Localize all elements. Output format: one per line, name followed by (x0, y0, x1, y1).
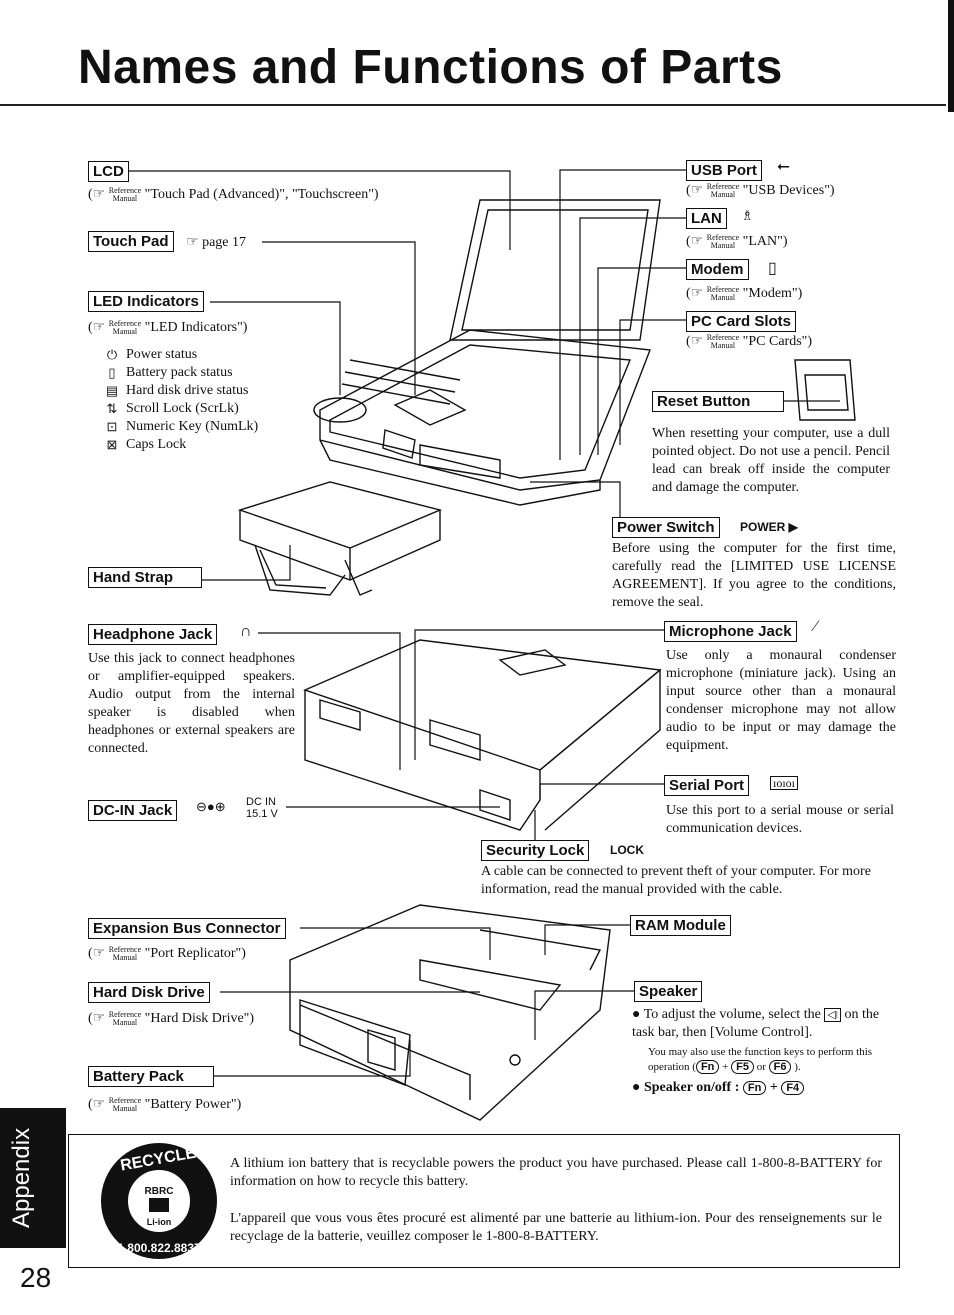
battery-pack-label: Battery Pack (88, 1066, 214, 1087)
touch-pad-label: Touch Pad (88, 231, 174, 252)
volume-icon: ◁ǀ (824, 1008, 841, 1022)
recycle-english-text: A lithium ion battery that is recyclable… (230, 1156, 882, 1189)
reset-detail-drawing (794, 359, 856, 421)
seal-liion-text: Li-ion (147, 1217, 172, 1227)
lan-label: LAN (686, 208, 727, 229)
fn-key: Fn (695, 1060, 720, 1074)
caps-lock-icon: ⊠ (106, 437, 118, 452)
led-indicators-label: LED Indicators (88, 291, 204, 312)
led-item: ⊡Numeric Key (NumLk) (104, 418, 259, 436)
appendix-side-tab: Appendix (0, 1108, 66, 1248)
hand-strap-label: Hand Strap (88, 567, 202, 588)
f6-key: F6 (768, 1060, 792, 1074)
lan-icon: ♗ (741, 209, 754, 224)
led-item: ▯Battery pack status (104, 364, 258, 382)
page-title: Names and Functions of Parts (78, 41, 783, 94)
power-switch-label: Power Switch (612, 517, 720, 538)
speaker-bullet-onoff: ● Speaker on/off : Fn + F4 (632, 1079, 805, 1097)
reset-description: When resetting your computer, use a dull… (652, 426, 890, 495)
hdd-status-icon: ▤ (105, 383, 119, 398)
reference-hand-icon: ☞ (690, 183, 704, 198)
reference-hand-icon: ☞ (186, 235, 199, 250)
serial-port-label: Serial Port (664, 775, 750, 796)
headphone-icon: ∩ (240, 623, 252, 640)
security-lock-label: Security Lock (481, 840, 590, 861)
rbrc-recycle-seal: RECYCLE RBRC Li-ion 1.800.822.8837 (101, 1143, 217, 1259)
num-lock-icon: ⊡ (106, 419, 118, 434)
led-list: ⏻Power status ▯Battery pack status ▤Hard… (104, 346, 258, 454)
microphone-jack-label: Microphone Jack (664, 621, 797, 642)
fn-key: Fn (742, 1081, 767, 1095)
reference-hand-icon: ☞ (690, 286, 704, 301)
underside-laptop-drawing (289, 904, 611, 1121)
closed-laptop-strap-drawing (237, 481, 443, 596)
dc-polarity-icon: ⊖●⊕ (196, 799, 226, 814)
microphone-icon: ⁄ (814, 618, 817, 635)
open-laptop-drawing (313, 199, 661, 506)
lcd-label: LCD (88, 161, 129, 182)
reset-button-label: Reset Button (652, 391, 784, 412)
speaker-bullet-volume: ● To adjust the volume, select the ◁ǀ on… (632, 1007, 880, 1040)
title-rule (0, 104, 946, 106)
seal-rbrc-text: RBRC (145, 1186, 174, 1197)
usb-icon: ⭠ (777, 158, 790, 175)
scroll-lock-icon: ⇅ (106, 401, 118, 416)
led-item: ▤Hard disk drive status (105, 383, 249, 398)
lock-mark: LOCK (610, 843, 644, 857)
battery-status-icon: ▯ (108, 365, 116, 380)
reference-hand-icon: ☞ (92, 1011, 106, 1026)
seal-phone-text: 1.800.822.8837 (117, 1241, 201, 1255)
expansion-bus-connector-label: Expansion Bus Connector (88, 918, 286, 939)
recycle-note-box (68, 1134, 900, 1268)
led-item: ⏻Power status (104, 346, 258, 364)
usb-port-label: USB Port (686, 160, 762, 181)
serial-description: Use this port to a serial mouse or seria… (666, 803, 894, 836)
bullet: ● (632, 1080, 641, 1095)
reference-hand-icon: ☞ (92, 1097, 106, 1112)
speaker-function-key-note: You may also use the function keys to pe… (648, 1046, 873, 1074)
power-description: Before using the computer for the first … (612, 541, 896, 610)
hard-disk-drive-label: Hard Disk Drive (88, 982, 210, 1003)
reference-hand-icon: ☞ (92, 320, 106, 335)
f4-key: F4 (781, 1081, 805, 1095)
page-number: 28 (20, 1262, 52, 1293)
reference-hand-icon: ☞ (92, 946, 106, 961)
pc-card-slots-label: PC Card Slots (686, 311, 797, 332)
security-description: A cable can be connected to prevent thef… (481, 864, 871, 897)
bullet: ● (632, 1007, 641, 1022)
header-edge-bar (948, 0, 954, 112)
dc-in-jack-label: DC-IN Jack (88, 800, 178, 821)
reference-hand-icon: ☞ (92, 187, 106, 202)
modem-label: Modem (686, 259, 749, 280)
microphone-description: Use only a monaural condenser microphone… (666, 648, 896, 753)
power-mark: POWER ▶ (740, 520, 798, 534)
rear-laptop-drawing (303, 639, 662, 831)
speaker-label: Speaker (634, 981, 703, 1002)
recycle-french-text: L'appareil que vous vous êtes procuré es… (230, 1211, 882, 1244)
headphone-description: Use this jack to connect headphones or a… (88, 651, 295, 756)
ram-module-label: RAM Module (630, 915, 731, 936)
reference-hand-icon: ☞ (690, 234, 704, 249)
f5-key: F5 (731, 1060, 754, 1074)
serial-port-icon: ıoıoı (770, 776, 799, 790)
power-status-icon: ⏻ (106, 347, 118, 362)
reference-hand-icon: ☞ (690, 334, 704, 349)
modem-icon: ▯ (768, 260, 777, 277)
touch-pad-reference: ☞ page 17 (186, 235, 246, 250)
led-item: ⇅Scroll Lock (ScrLk) (104, 400, 258, 418)
headphone-jack-label: Headphone Jack (88, 624, 218, 645)
led-item: ⊠Caps Lock (104, 436, 258, 454)
